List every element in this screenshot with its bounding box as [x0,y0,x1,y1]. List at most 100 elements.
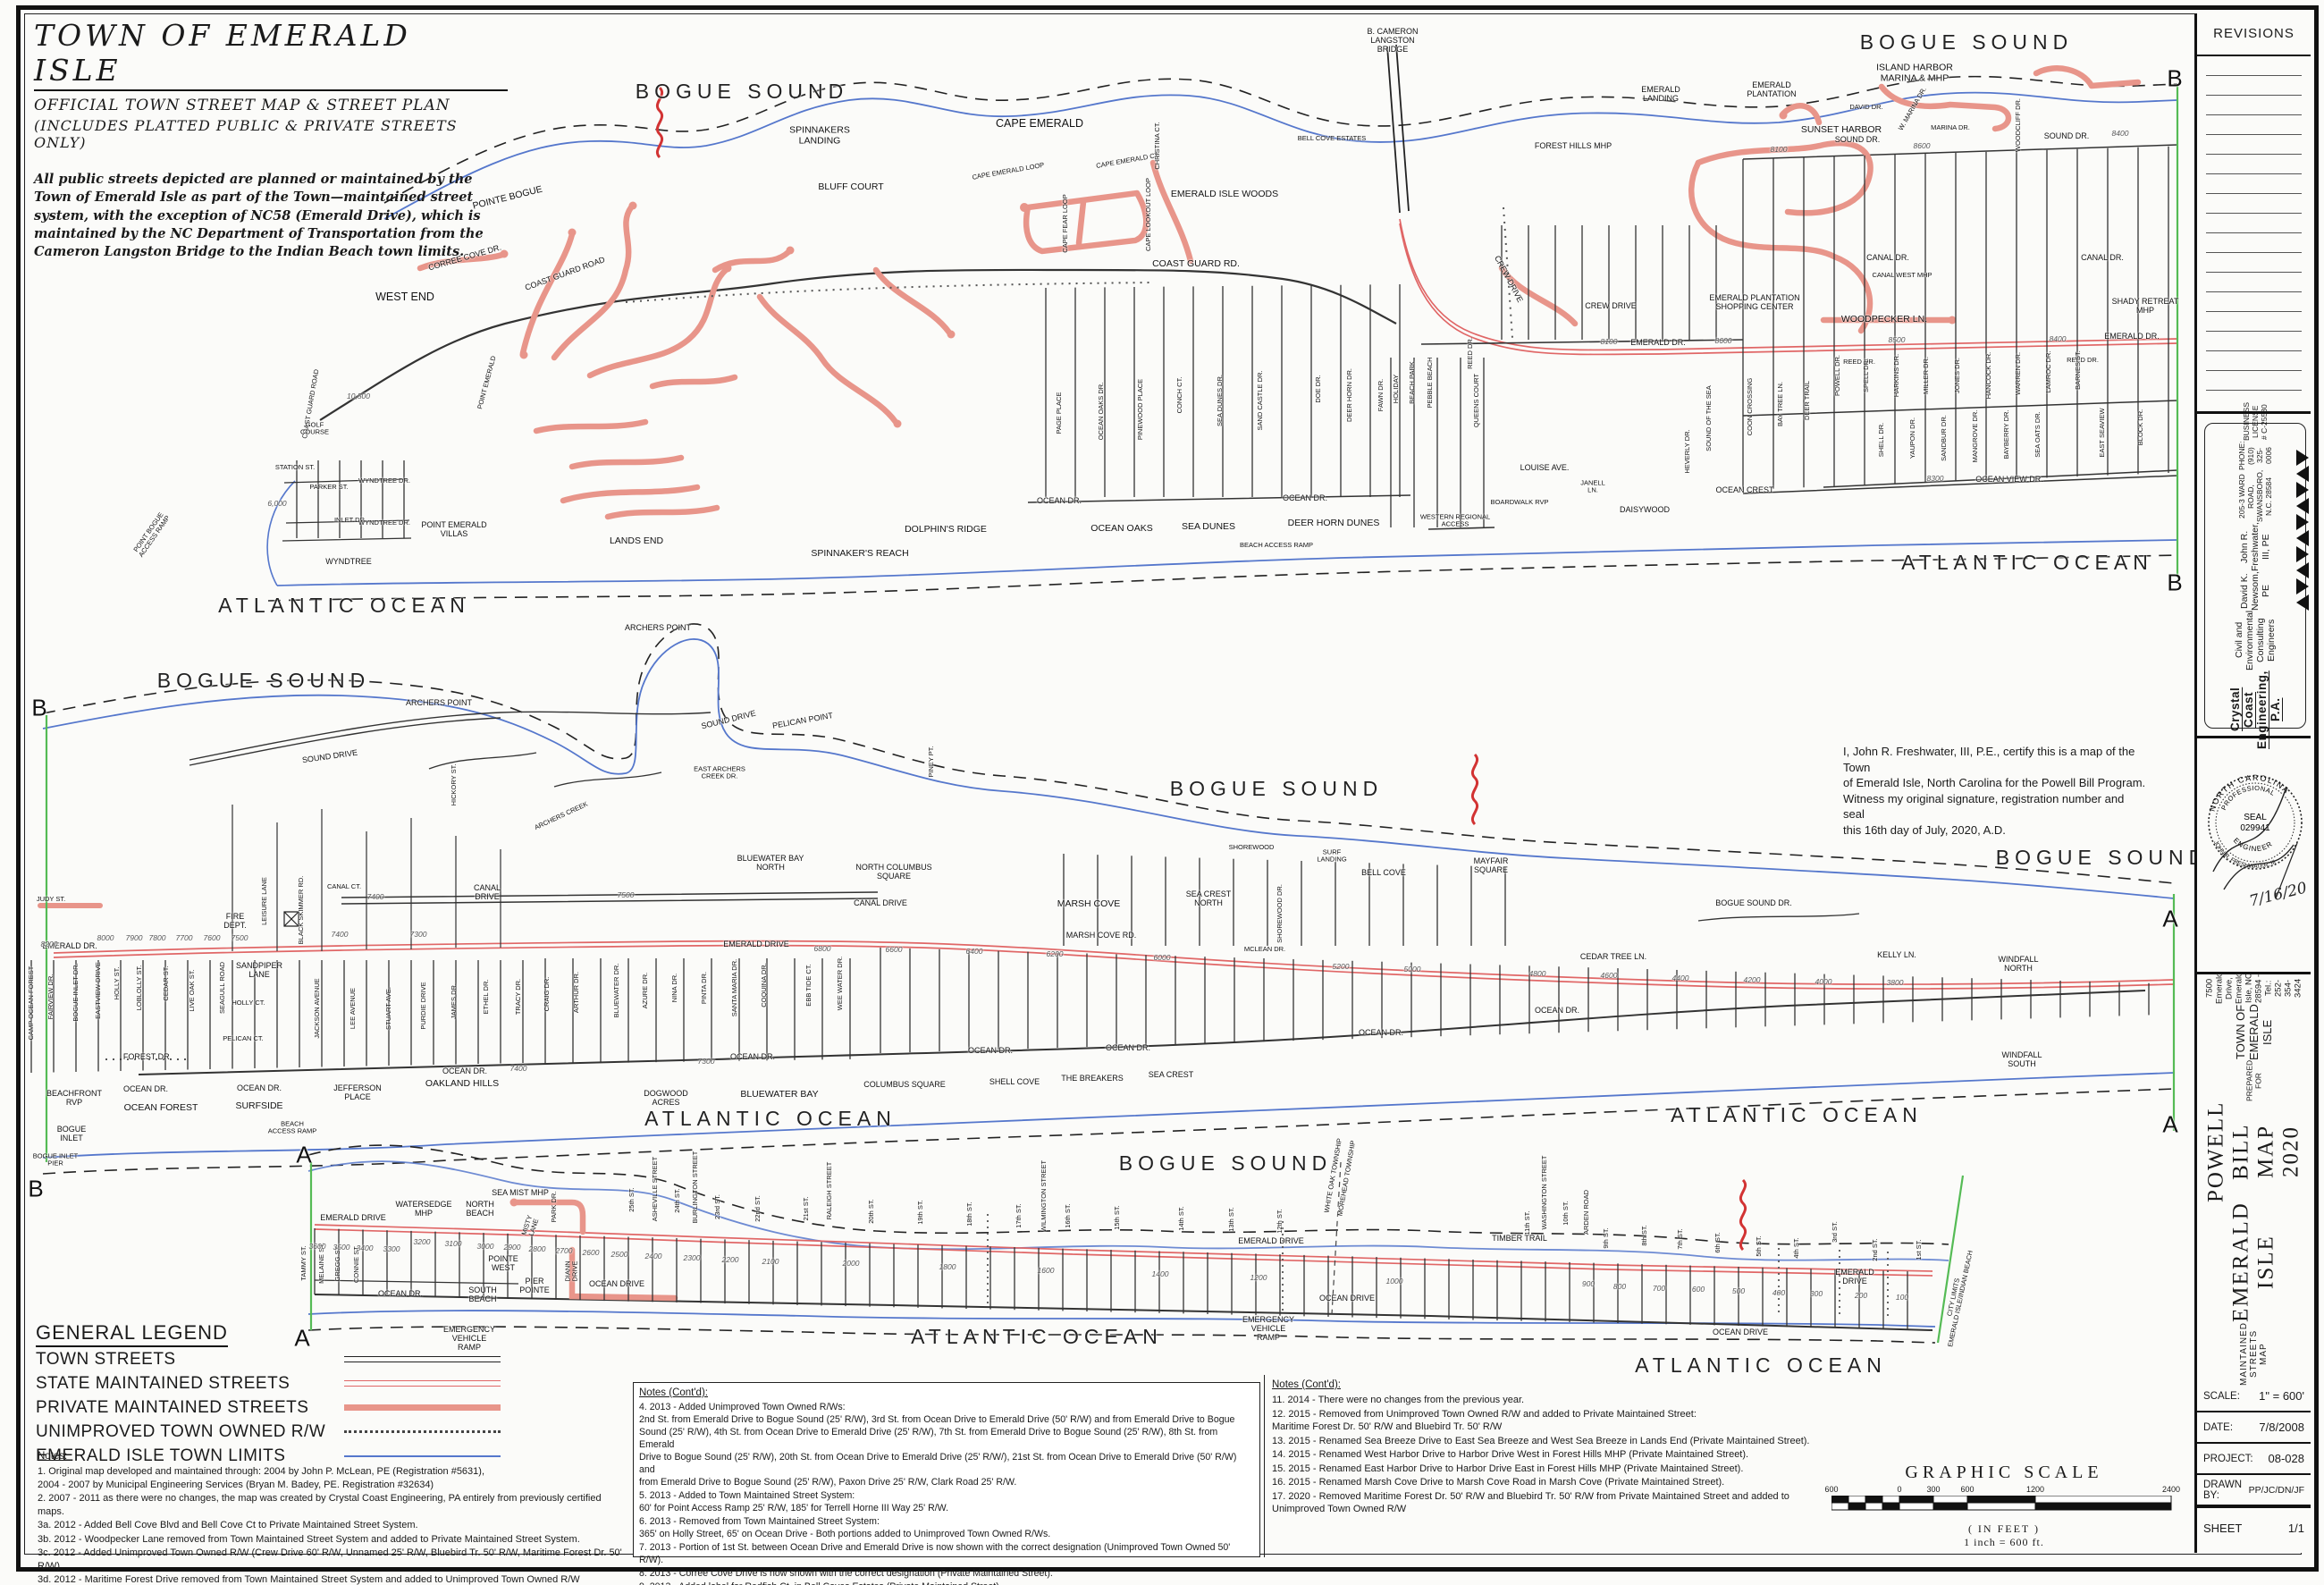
legend-item: PRIVATE MAINTAINED STREETS [36,1395,626,1420]
scale-ratio: 1 inch = 600 ft. [1964,1536,2044,1548]
title-block: TOWN OF EMERALD ISLE OFFICIAL TOWN STREE… [34,18,508,261]
scale-tick: 0 [1897,1485,1902,1494]
sheet-title-town: EMERALD ISLE [2228,1201,2278,1323]
legend-item: STATE MAINTAINED STREETS [36,1371,626,1395]
legend-title: GENERAL LEGEND [36,1321,228,1347]
firm-license: BUSINESS LICENSE # C-25530 [2242,402,2269,442]
graphic-scale-title: GRAPHIC SCALE [1905,1463,2103,1482]
engineering-firm-panel: Crystal Coast Engineering, P.A. Civil an… [2197,402,2311,749]
revision-row-blank [2206,115,2302,135]
revision-row-blank [2206,155,2302,174]
legend-item-sample-town [344,1356,501,1362]
note-item: 7. 2013 - Portion of 1st St. between Oce… [639,1541,1231,1565]
note-item: 9. 2013 - Added label for Redfish Ct. in… [639,1581,1254,1585]
note-item: 6. 2013 - Removed from Town Maintained S… [639,1515,1051,1539]
sheet-border [16,5,2319,1572]
scale-tick: 2400 [2161,1485,2181,1494]
revision-row-blank [2206,56,2302,76]
notes-heading: Notes: [38,1451,68,1462]
firm-logo-banner [2296,450,2309,611]
scale-units: ( IN FEET ) [1967,1522,2041,1535]
legend-item-sample-private [344,1404,501,1411]
revision-row-blank [2206,96,2302,115]
map-subtitle2: (INCLUDES PLATTED PUBLIC & PRIVATE STREE… [34,117,458,151]
legend-item-label: EMERALD ISLE TOWN LIMITS [36,1446,286,1465]
scale-tick: 600 [1960,1485,1975,1494]
revision-row-blank [2206,332,2302,351]
legend-item-label: UNIMPROVED TOWN OWNED R/W [36,1421,326,1441]
note-item: 3c. 2012 - Added Unimproved Town Owned R… [38,1547,622,1572]
revision-row-blank [2206,312,2302,332]
notes-body: 11. 2014 - There were no changes from th… [1272,1394,1812,1516]
revision-row-blank [2206,371,2302,391]
notes-section-1: Notes: 1. Original map developed and mai… [38,1450,623,1585]
revision-row-blank [2206,253,2302,273]
scale-bar-graphic [1831,1496,2172,1511]
legend-rows: TOWN STREETS STATE MAINTAINED STREETS PRIV… [36,1347,626,1468]
note-item: 12. 2015 - Removed from Unimproved Town … [1272,1408,1697,1433]
legend-item: TOWN STREETS [36,1347,626,1371]
revision-row-blank [2206,174,2302,194]
project-label: PROJECT: [2203,1453,2253,1464]
signature-scribble [2212,786,2295,890]
note-item: 3d. 2012 - Maritime Forest Drive removed… [38,1574,580,1585]
scale-tick: 600 [1824,1485,1839,1494]
note-item: 13. 2015 - Renamed Sea Breeze Drive to E… [1272,1435,1810,1446]
revision-row-blank [2206,351,2302,371]
prepared-for-label: PREPARED FOR [2244,1059,2263,1102]
project-row: PROJECT: 08-028 [2197,1444,2311,1475]
svg-text:029941: 029941 [2240,823,2270,833]
revision-row-blank [2206,76,2302,96]
notes-section-2: Notes (Cont'd): 4. 2013 - Added Unimprov… [633,1382,1260,1585]
legend-item-label: PRIVATE MAINTAINED STREETS [36,1397,309,1417]
project-value: 08-028 [2268,1452,2304,1465]
scale-value: 1" = 600' [2259,1389,2304,1403]
revision-row-blank [2206,135,2302,155]
client-name: TOWN OF EMERALD ISLE [2234,1004,2274,1060]
legend-item-label: STATE MAINTAINED STREETS [36,1373,290,1393]
legend-item-sample-state [344,1380,501,1387]
legend-item-sample-limits [344,1454,501,1457]
map-description: All public streets depicted are planned … [34,172,484,260]
revision-row-blank [2206,273,2302,292]
sheet-row: SHEET 1/1 [2197,1506,2311,1547]
drawing-info-panel: SCALE: 1" = 600' DATE: 7/8/2008 PROJECT:… [2197,1381,2311,1547]
date-row: DATE: 7/8/2008 [2197,1412,2311,1444]
notes-section-3: Notes (Cont'd): 11. 2014 - There were no… [1264,1375,1819,1557]
revisions-title: REVISIONS [2197,13,2311,56]
note-item: 3b. 2012 - Woodpecker Lane removed from … [38,1533,580,1545]
notes-body: 1. Original map developed and maintained… [38,1465,623,1585]
sheet-title-category: MAINTAINED STREETS MAP [2239,1322,2269,1387]
firm-phone: PHONE: (910) 325-0006 [2237,441,2273,470]
note-item: 4. 2013 - Added Unimproved Town Owned R/… [639,1402,1237,1488]
note-item: 8. 2013 - Corree Cove Drive is now shown… [639,1567,1053,1579]
firm-engineer-1: David K. Newsom, PE [2239,571,2271,611]
middle-strip [38,623,2176,1175]
note-item: 2. 2007 - 2011 as there were no changes,… [38,1493,602,1517]
revisions-rows [2197,56,2311,391]
legend-item-label: TOWN STREETS [36,1349,176,1369]
drawn-by-label: DRAWN BY: [2203,1479,2243,1501]
note-item: 11. 2014 - There were no changes from th… [1272,1395,1525,1406]
note-item: 1. Original map developed and maintained… [38,1466,485,1490]
note-item: 17. 2020 - Removed Maritime Forest Dr. 5… [1272,1490,1789,1515]
scale-label: SCALE: [2203,1390,2240,1402]
general-legend: GENERAL LEGEND TOWN STREETS STATE MAINTAI… [36,1321,626,1468]
note-item: 14. 2015 - Renamed West Harbor Drive to … [1272,1449,1749,1461]
note-item: 3a. 2012 - Added Bell Cove Blvd and Bell… [38,1520,418,1531]
legend-item-sample-unimproved [344,1430,501,1433]
map-title: TOWN OF EMERALD ISLE [34,18,508,91]
drawn-by-row: DRAWN BY: PP/JC/DN/JF [2197,1475,2311,1506]
notes-heading: Notes (Cont'd): [639,1387,708,1398]
revisions-panel: REVISIONS [2197,13,2311,414]
client-address: 7500 Emerald Drive, Emerald Isle, NC 285… [2204,972,2303,1005]
svg-text:SEAL: SEAL [2244,813,2267,822]
revision-row-blank [2206,214,2302,233]
drawn-by-value: PP/JC/DN/JF [2248,1484,2304,1496]
street-grid-lines [30,146,2169,1330]
scale-tick: 300 [1926,1485,1941,1494]
